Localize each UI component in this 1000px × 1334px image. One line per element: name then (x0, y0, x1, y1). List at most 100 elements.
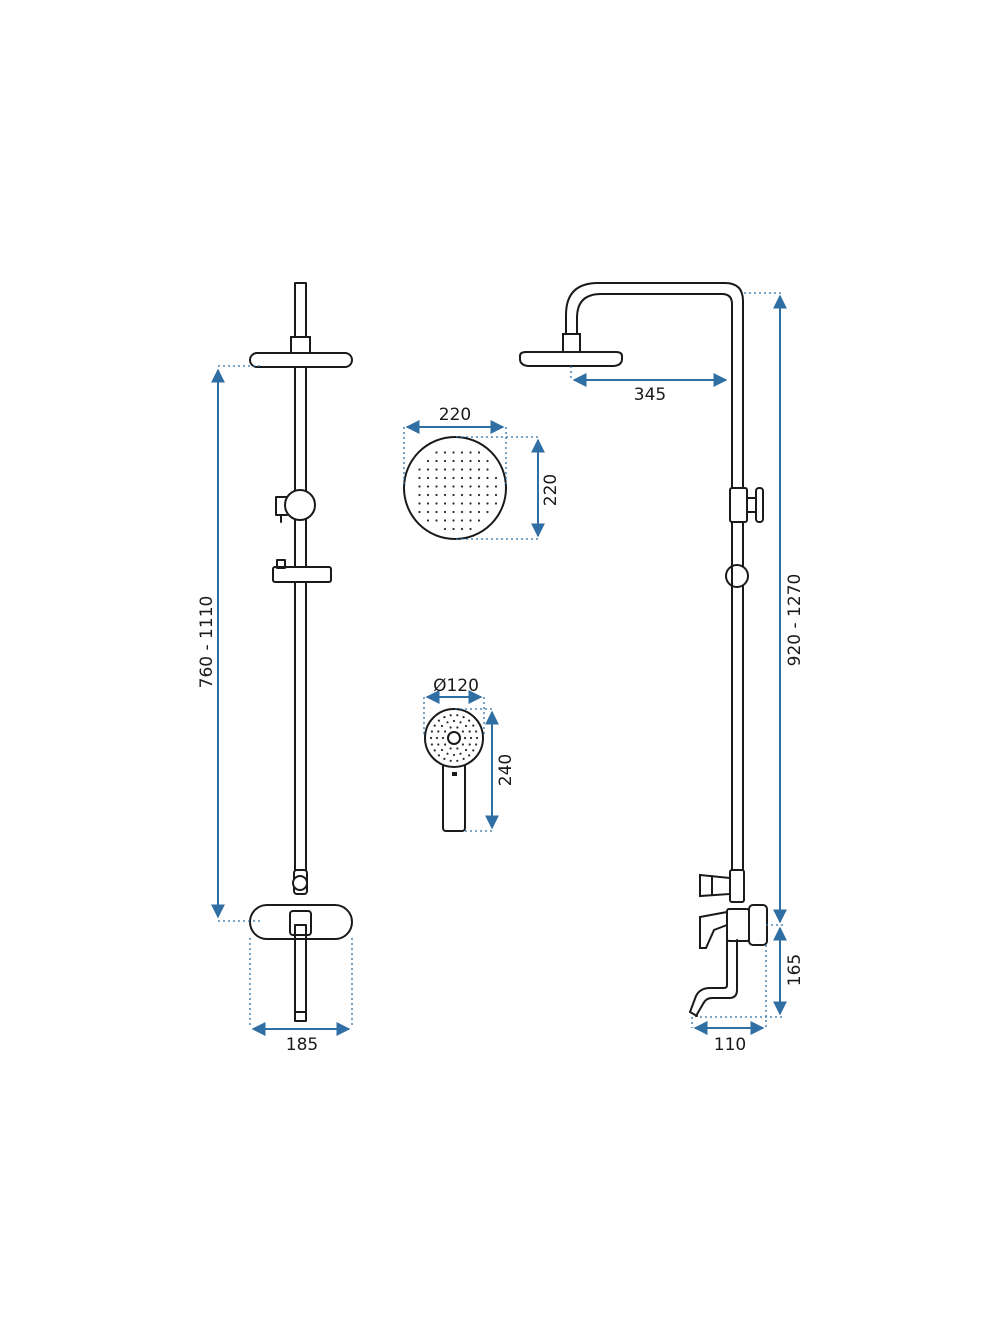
nozzle-dot (477, 476, 481, 480)
nozzle-dot (433, 724, 436, 727)
front-head-connector (290, 336, 311, 354)
side-diverter-stem (746, 497, 757, 513)
nozzle-dot (475, 730, 478, 733)
overhead-height-dimension: 220 (456, 436, 561, 540)
nozzle-dot (452, 485, 455, 488)
nozzle-dot (452, 510, 455, 514)
nozzle-dot (460, 451, 464, 454)
front-mixer-lever (289, 910, 312, 936)
nozzle-dot (486, 485, 489, 488)
side-height-label: 920 - 1270 (785, 574, 805, 667)
nozzle-dot (443, 519, 447, 522)
side-arm-inner (576, 293, 733, 873)
overhead-height-label: 220 (541, 474, 561, 506)
hand-shower (424, 708, 484, 832)
nozzle-dot (459, 752, 462, 755)
nozzle-dot (426, 459, 430, 463)
side-mixer-cap (748, 904, 768, 946)
nozzle-dot (444, 743, 447, 746)
side-lower-joint (729, 869, 745, 903)
handshower-diameter-label: Ø120 (433, 676, 479, 696)
nozzle-dot (469, 493, 472, 497)
nozzle-dot (486, 459, 489, 463)
nozzle-dot (469, 736, 473, 740)
nozzle-dot (452, 527, 455, 531)
nozzle-dot (426, 476, 430, 480)
nozzle-dot (477, 493, 481, 497)
front-slider-holder (276, 559, 286, 569)
overhead-width-label: 220 (439, 405, 471, 425)
side-spout-label: 165 (785, 954, 805, 986)
side-arm-outer (565, 282, 744, 873)
side-lower-lever (699, 873, 731, 898)
nozzle-dot (437, 719, 440, 722)
nozzle-dot (418, 485, 421, 488)
nozzle-dot (435, 476, 438, 480)
nozzle-dot (452, 476, 455, 480)
hand-shower-nozzles (429, 714, 479, 762)
nozzle-dot (446, 752, 449, 755)
nozzle-dot (433, 749, 436, 752)
nozzle-dot (469, 519, 472, 522)
nozzle-dot (443, 468, 447, 471)
nozzle-dot (443, 510, 447, 514)
side-depth-dimension: 110 (691, 945, 767, 1055)
nozzle-dot (418, 493, 421, 497)
front-overhead-shower (249, 352, 353, 368)
side-arm-dimension: 345 (570, 366, 728, 405)
nozzle-dot (443, 527, 447, 531)
front-width-label: 185 (286, 1035, 318, 1055)
nozzle-dot (443, 459, 447, 463)
nozzle-dot (477, 519, 481, 522)
nozzle-dot (429, 736, 433, 740)
nozzle-dot (469, 485, 472, 488)
nozzle-dot (464, 724, 468, 728)
hand-shower-center (447, 731, 461, 745)
nozzle-dot (449, 747, 452, 750)
nozzle-dot (452, 493, 455, 497)
nozzle-dot (430, 730, 433, 733)
nozzle-dot (472, 749, 475, 752)
nozzle-dot (463, 736, 467, 740)
nozzle-dot (452, 753, 456, 757)
nozzle-dot (468, 730, 471, 733)
nozzle-dot (469, 459, 472, 463)
front-diverter-lever (275, 496, 288, 523)
nozzle-dot (456, 726, 459, 729)
side-overhead-shower (519, 351, 623, 367)
nozzle-dot (460, 510, 464, 514)
hand-shower-button (452, 772, 457, 776)
nozzle-dot (475, 736, 479, 740)
nozzle-dot (443, 493, 447, 497)
nozzle-dot (460, 493, 464, 497)
nozzle-dot (464, 748, 468, 752)
front-spout (294, 924, 307, 1022)
nozzle-dot (459, 721, 462, 724)
nozzle-dot (435, 493, 438, 497)
nozzle-dot (460, 502, 464, 505)
nozzle-dot (426, 468, 430, 471)
nozzle-dot (426, 485, 430, 488)
nozzle-dot (452, 719, 456, 723)
side-head-connector (562, 333, 581, 354)
nozzle-dot (426, 519, 430, 522)
nozzle-dot (494, 476, 498, 480)
overhead-shower-topview (403, 436, 507, 540)
nozzle-dot (460, 519, 464, 522)
front-riser (294, 366, 307, 873)
nozzle-dot (435, 519, 438, 522)
nozzle-dot (443, 502, 447, 505)
nozzle-dot (418, 510, 421, 514)
front-slider-bracket (272, 566, 332, 583)
nozzle-dot (418, 468, 421, 471)
nozzle-dot (469, 451, 472, 454)
nozzle-dot (435, 459, 438, 463)
overhead-shower-face (403, 436, 507, 540)
nozzle-dot (494, 502, 498, 505)
nozzle-dot (461, 730, 464, 733)
nozzle-dot (469, 527, 472, 531)
nozzle-dot (477, 459, 481, 463)
nozzle-dot (443, 476, 447, 480)
nozzle-dot (443, 451, 447, 454)
nozzle-dot (477, 502, 481, 505)
